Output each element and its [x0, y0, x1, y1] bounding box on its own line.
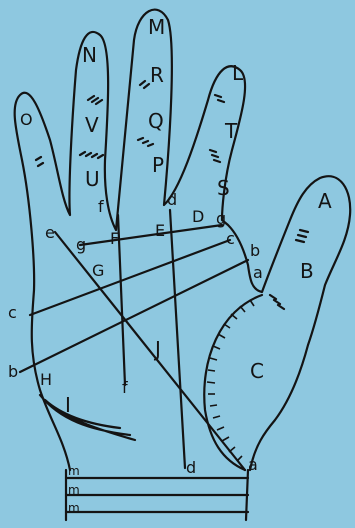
marker-d-top: d	[167, 190, 177, 209]
label-A: A	[318, 189, 332, 213]
marker-c-right: c	[226, 229, 235, 248]
marker-f-top: f	[98, 197, 104, 216]
label-P: P	[152, 153, 164, 177]
label-U: U	[85, 167, 100, 191]
label-H: H	[40, 370, 52, 389]
marker-d-bottom: d	[186, 458, 196, 477]
marker-g-left: g	[76, 235, 86, 254]
label-C: C	[250, 359, 264, 383]
label-R: R	[150, 63, 164, 87]
label-G: G	[92, 261, 104, 280]
marker-b-left: b	[8, 362, 18, 381]
marker-c-left: c	[8, 303, 17, 322]
label-Q: Q	[148, 109, 164, 133]
label-O: O	[20, 110, 33, 129]
label-N: N	[82, 43, 97, 67]
marker-f-bottom: f	[122, 378, 128, 397]
label-I: I	[65, 393, 71, 417]
label-L: L	[232, 61, 244, 85]
label-J: J	[153, 337, 161, 361]
marker-m1: m	[68, 464, 80, 478]
marker-m3: m	[68, 501, 80, 515]
label-E: E	[155, 221, 165, 240]
label-M: M	[148, 15, 165, 39]
marker-e-left: e	[45, 223, 55, 242]
marker-b-right: b	[250, 241, 260, 260]
marker-g-right: g	[216, 209, 226, 228]
label-V: V	[85, 113, 99, 137]
label-T: T	[224, 119, 238, 143]
marker-a-right: a	[253, 263, 263, 282]
label-S: S	[217, 176, 230, 200]
marker-m2: m	[68, 483, 80, 497]
label-B: B	[300, 259, 314, 283]
label-F: F	[110, 229, 119, 248]
marker-a-bottom: a	[248, 455, 258, 474]
label-D: D	[192, 207, 204, 226]
